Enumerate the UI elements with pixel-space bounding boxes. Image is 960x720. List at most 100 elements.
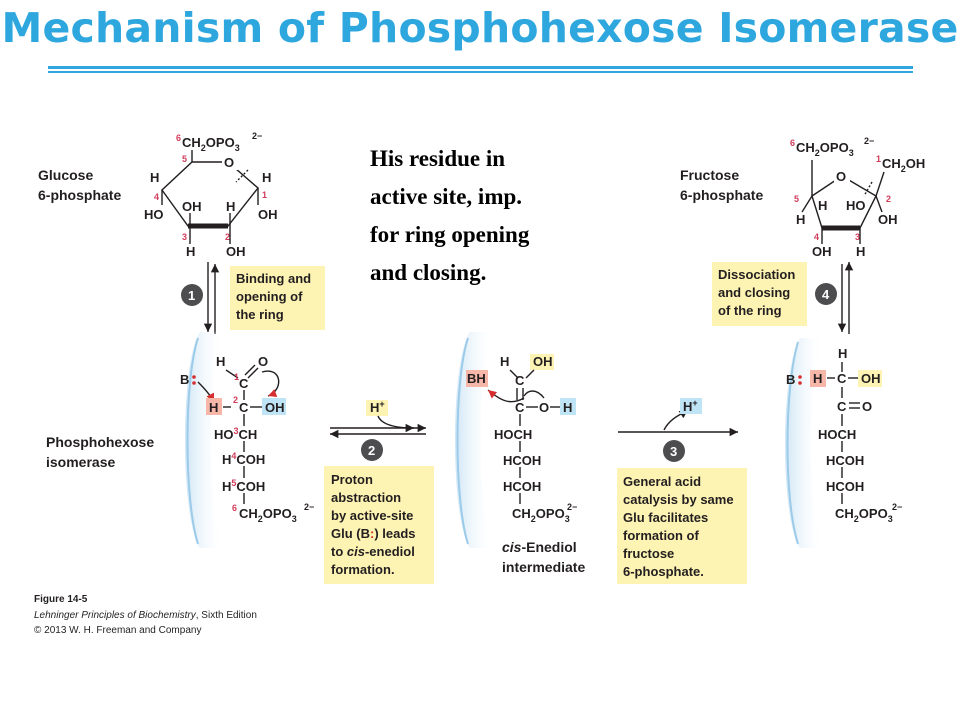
enediol-label: cis-Enediol: [502, 539, 577, 555]
svg-text:fructose: fructose: [623, 546, 674, 561]
svg-text:1: 1: [188, 288, 195, 303]
step-4-text: Dissociation: [718, 267, 795, 282]
fructose-label-2: 6-phosphate: [680, 187, 763, 203]
svg-text:2−: 2−: [304, 502, 314, 512]
svg-text:General acid: General acid: [623, 474, 701, 489]
enediol-label-2: intermediate: [502, 559, 585, 575]
open-chain-glucose: B H O 1 C H 2 C OH HO3CH H4COH H5COH 6 C…: [180, 354, 314, 524]
svg-text:6: 6: [790, 138, 795, 148]
fru-ch2opo3: CH2OPO3: [796, 140, 854, 158]
svg-text:2: 2: [233, 395, 238, 405]
step-3-arrow: H+: [618, 398, 738, 437]
equilibrium-arrow-4: [837, 262, 854, 334]
svg-text:1: 1: [234, 372, 239, 382]
glc-c2-h: H: [226, 199, 235, 214]
proton-1-box: [366, 400, 388, 416]
svg-text:HCOH: HCOH: [826, 479, 864, 494]
svg-text:6-phosphate.: 6-phosphate.: [623, 564, 704, 579]
cis-enediol: H OH BH C C O H HOCH HCOH HCOH CH2OPO3 2…: [466, 354, 577, 524]
proton-2: H+: [683, 398, 698, 414]
svg-text:CH2OPO3: CH2OPO3: [239, 506, 297, 524]
fructose-6-phosphate: Fructose 6-phosphate 6 CH2OPO3 2− 1 CH2O…: [680, 136, 925, 259]
step-4-badge: 4: [815, 283, 837, 305]
svg-text:His residue in: His residue in: [370, 146, 505, 171]
svg-text:HCOH: HCOH: [503, 453, 541, 468]
svg-text:2−: 2−: [892, 502, 902, 512]
enzyme-label-2: isomerase: [46, 454, 115, 470]
c2-number: 2: [225, 232, 230, 242]
equilibrium-arrow-1: [203, 262, 220, 334]
fructose-label: Fructose: [680, 167, 739, 183]
enzyme-surface-left: [185, 332, 224, 548]
fru-ch2oh: CH2OH: [882, 156, 925, 174]
glc-c1-oh: OH: [258, 207, 278, 222]
svg-text:catalysis by same: catalysis by same: [623, 492, 734, 507]
glc-c3-oh: OH: [182, 199, 202, 214]
svg-text:HO3CH: HO3CH: [214, 426, 257, 442]
fru-c4-h: H: [818, 198, 827, 213]
svg-text:H5COH: H5COH: [222, 478, 265, 494]
open-chain-fructose: H B H C OH C O HOCH HCOH HCOH CH2OPO3 2−: [786, 346, 902, 524]
svg-text:H: H: [216, 354, 225, 369]
svg-text:active site, imp.: active site, imp.: [370, 184, 522, 209]
c1-number: 1: [262, 190, 267, 200]
slide-title: Mechanism of Phosphohexose Isomerase: [1, 4, 959, 52]
svg-text:H4COH: H4COH: [222, 451, 265, 467]
glc-c1-h: H: [262, 170, 271, 185]
svg-text:HOCH: HOCH: [818, 427, 856, 442]
step-1-text: Binding and: [236, 271, 311, 286]
svg-text:4: 4: [814, 232, 819, 242]
svg-text:6: 6: [232, 503, 237, 513]
svg-text:HCOH: HCOH: [826, 453, 864, 468]
svg-text:C: C: [239, 400, 249, 415]
svg-text:C: C: [515, 400, 525, 415]
svg-text:C: C: [837, 371, 847, 386]
title-underline: [48, 66, 913, 73]
svg-text:O: O: [258, 354, 268, 369]
enzyme-label: Phosphohexose: [46, 434, 154, 450]
svg-text:2: 2: [368, 443, 375, 458]
figure-caption: Figure 14-5 Lehninger Principles of Bioc…: [34, 594, 257, 636]
glc-c3-h: H: [186, 244, 195, 259]
fru-c4-oh: OH: [812, 244, 832, 259]
svg-text:2−: 2−: [567, 502, 577, 512]
svg-text:3: 3: [670, 444, 677, 459]
svg-text:the ring: the ring: [236, 307, 284, 322]
glc-ch2opo3: CH2OPO3: [182, 135, 240, 153]
c3-number: 3: [182, 232, 187, 242]
svg-text:O: O: [862, 399, 872, 414]
svg-text:HCOH: HCOH: [503, 479, 541, 494]
svg-text:Glu facilitates: Glu facilitates: [623, 510, 708, 525]
glc-ring-o: O: [224, 155, 234, 170]
step-1-badge: 1: [181, 284, 203, 306]
svg-text:abstraction: abstraction: [331, 490, 401, 505]
svg-text:C: C: [515, 373, 525, 388]
svg-text:OH: OH: [533, 354, 553, 369]
fru-c5-h: H: [796, 212, 805, 227]
svg-text:OH: OH: [265, 400, 285, 415]
svg-text:CH2OPO3: CH2OPO3: [512, 506, 570, 524]
h-highlight: [206, 398, 222, 415]
svg-text:opening of: opening of: [236, 289, 303, 304]
glc-c4-ho: HO: [144, 207, 164, 222]
enzyme-surface-middle: [455, 332, 494, 548]
svg-text:of the ring: of the ring: [718, 303, 782, 318]
bh-highlight: [466, 370, 488, 387]
svg-text:2: 2: [886, 194, 891, 204]
svg-text:for ring opening: for ring opening: [370, 222, 530, 247]
svg-text:to cis-enediol: to cis-enediol: [331, 544, 415, 559]
his-residue-note: His residue in active site, imp. for rin…: [370, 146, 530, 285]
proton-2-box: [680, 398, 702, 414]
step-3-box: [617, 468, 747, 584]
svg-text:H: H: [563, 400, 572, 415]
oh-highlight: [262, 398, 286, 415]
svg-text:formation.: formation.: [331, 562, 395, 577]
glc-c4-h: H: [150, 170, 159, 185]
svg-text:by active-site: by active-site: [331, 508, 413, 523]
step-2-badge: 2: [361, 439, 383, 461]
svg-text:Proton: Proton: [331, 472, 373, 487]
caption-copyright: © 2013 W. H. Freeman and Company: [34, 625, 201, 636]
svg-text:H: H: [813, 371, 822, 386]
svg-text:HOCH: HOCH: [494, 427, 532, 442]
svg-text:5: 5: [794, 194, 799, 204]
